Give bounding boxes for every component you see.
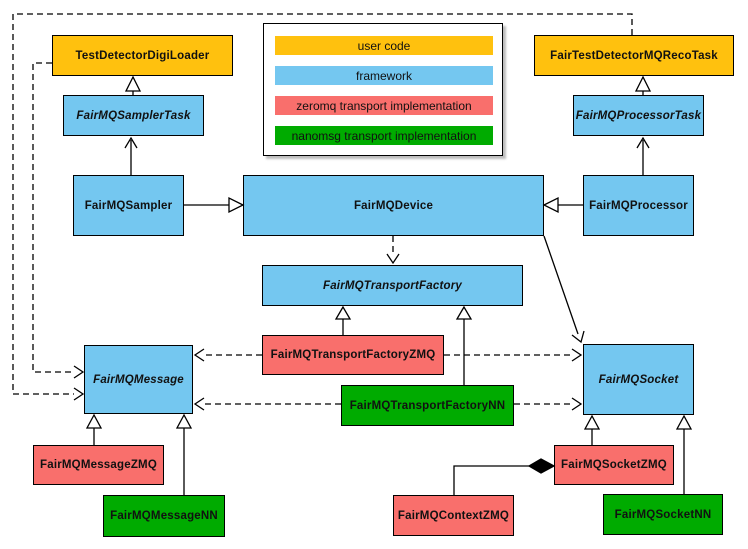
node-fairmqprocessor: FairMQProcessor bbox=[583, 175, 694, 236]
edge-dep-factorynn-socket bbox=[514, 397, 583, 411]
node-fairmqtransportfactorynn: FairMQTransportFactoryNN bbox=[341, 385, 514, 426]
edge-dep-device-transportfactory bbox=[386, 236, 400, 265]
node-fairmqsocket: FairMQSocket bbox=[583, 344, 694, 415]
node-fairmqprocessortask: FairMQProcessorTask bbox=[573, 95, 704, 136]
node-fairmqcontextzmq: FairMQContextZMQ bbox=[393, 495, 514, 536]
legend-item-nanomsg: nanomsg transport implementation bbox=[275, 126, 493, 145]
edge-inherit-messagenn-message bbox=[175, 413, 193, 495]
edge-assoc-device-socket bbox=[543, 235, 585, 344]
edge-inherit-processor-processortask bbox=[636, 136, 650, 175]
legend-item-user-code: user code bbox=[275, 36, 493, 55]
node-fairmqmessagezmq: FairMQMessageZMQ bbox=[33, 445, 164, 485]
node-fairmqmessage: FairMQMessage bbox=[84, 345, 193, 414]
legend-box: user code framework zeromq transport imp… bbox=[263, 23, 503, 156]
edge-inherit-processortask-recotask bbox=[634, 75, 652, 95]
node-fairmqtransportfactory: FairMQTransportFactory bbox=[262, 265, 523, 306]
node-fairmqsampler: FairMQSampler bbox=[73, 175, 184, 236]
edge-inherit-sampler-samplertask bbox=[124, 136, 138, 175]
legend-item-zeromq: zeromq transport implementation bbox=[275, 96, 493, 115]
edge-comp-contextzmq-socketzmq bbox=[453, 458, 556, 495]
edge-inherit-processor-device bbox=[542, 196, 583, 214]
node-testdetectordigiloader: TestDetectorDigiLoader bbox=[52, 35, 233, 76]
node-fairmqdevice: FairMQDevice bbox=[243, 175, 544, 236]
edge-inherit-messagezmq-message bbox=[85, 413, 103, 445]
node-fairmqmessagenn: FairMQMessageNN bbox=[103, 495, 225, 537]
node-fairmqsocketnn: FairMQSocketNN bbox=[603, 494, 723, 535]
node-fairtestdetectormqrecotask: FairTestDetectorMQRecoTask bbox=[534, 35, 734, 76]
edge-inherit-samplertask-digiloader bbox=[124, 75, 142, 95]
edge-inherit-socketnn-socket bbox=[675, 414, 693, 494]
edge-dep-factoryzmq-socket bbox=[444, 348, 583, 362]
node-fairmqtransportfactoryzmq: FairMQTransportFactoryZMQ bbox=[262, 335, 444, 375]
node-fairmqsocketzmq: FairMQSocketZMQ bbox=[554, 445, 674, 485]
edge-dep-factoryzmq-message bbox=[193, 348, 262, 362]
legend-item-framework: framework bbox=[275, 66, 493, 85]
edge-inherit-socketzmq-socket bbox=[583, 414, 601, 445]
edge-inherit-sampler-device bbox=[184, 196, 245, 214]
edge-inherit-factoryzmq-factory bbox=[334, 305, 352, 335]
edge-inherit-factorynn-factory bbox=[455, 305, 473, 385]
edge-dep-factorynn-message bbox=[193, 397, 341, 411]
node-fairmqsamplertask: FairMQSamplerTask bbox=[63, 95, 204, 136]
